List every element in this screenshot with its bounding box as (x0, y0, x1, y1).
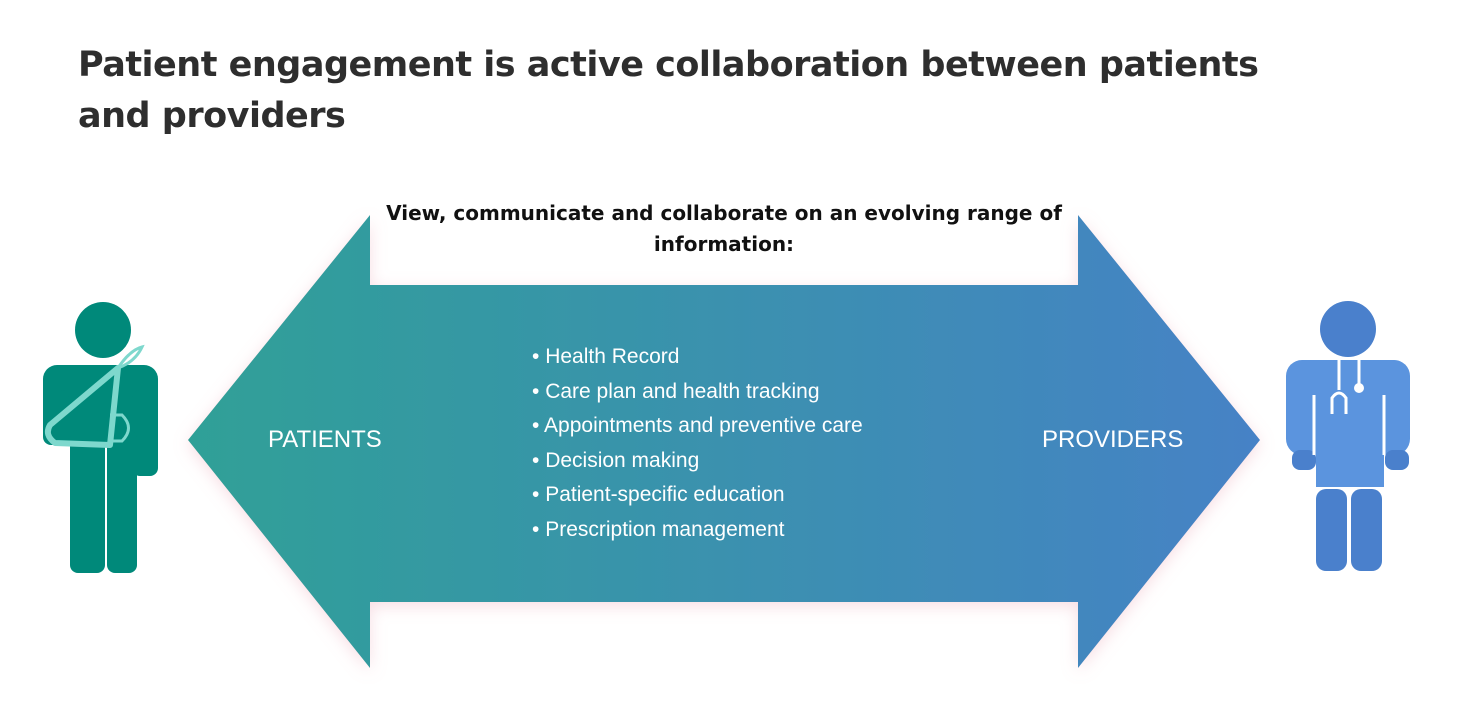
subtitle: View, communicate and collaborate on an … (386, 201, 1062, 256)
providers-label: PROVIDERS (1042, 426, 1184, 453)
list-item: Patient-specific education (532, 478, 863, 513)
provider-doctor-icon (1286, 301, 1410, 571)
patients-label: PATIENTS (268, 426, 382, 453)
list-item: Appointments and preventive care (532, 409, 863, 444)
page-title: Patient engagement is active collaborati… (78, 45, 1259, 136)
list-item: Prescription management (532, 513, 863, 548)
patient-sling-icon (43, 302, 158, 573)
information-list: Health Record Care plan and health track… (532, 340, 863, 548)
list-item: Health Record (532, 340, 863, 375)
list-item: Decision making (532, 444, 863, 479)
list-item: Care plan and health tracking (532, 375, 863, 410)
